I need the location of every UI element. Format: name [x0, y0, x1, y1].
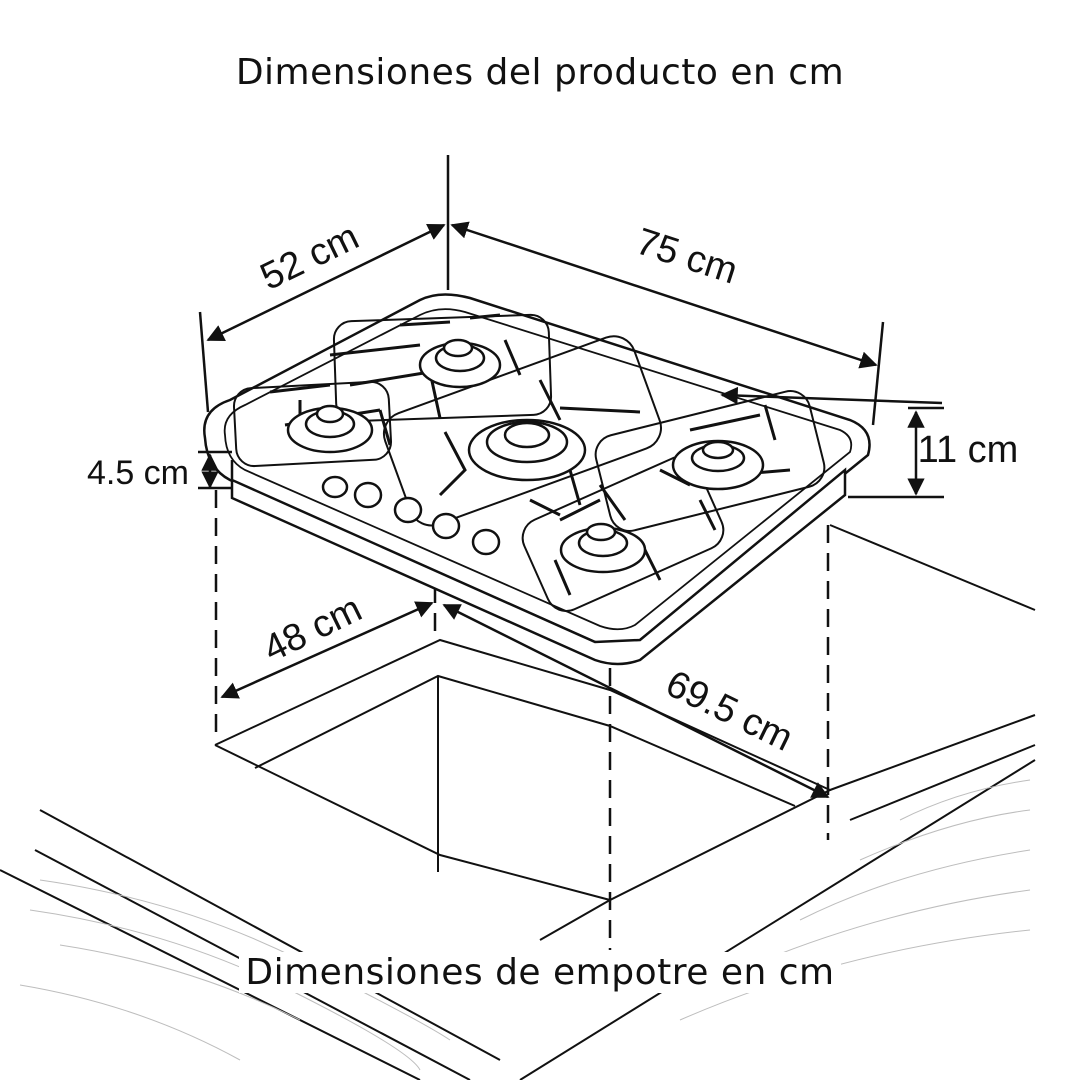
- knob-2: [353, 481, 383, 509]
- label-product-width: 75 cm: [631, 221, 742, 293]
- wood-grain-hatch: [19, 779, 1031, 1071]
- knob-3: [393, 496, 423, 524]
- knob-1: [321, 475, 349, 499]
- knob-5: [471, 528, 501, 556]
- label-top-thickness: 4.5 cm: [87, 454, 189, 492]
- burner-left: [286, 404, 374, 454]
- burner-front: [559, 522, 647, 574]
- cutout-title-text: Dimensiones de empotre en cm: [239, 952, 841, 993]
- dimension-lines: [198, 155, 944, 799]
- label-cutout-depth: 48 cm: [257, 588, 368, 671]
- label-product-height: 11 cm: [918, 429, 1019, 471]
- burner-center: [467, 418, 587, 482]
- product-dimensions-title: Dimensiones del producto en cm: [235, 52, 845, 93]
- control-knobs: [321, 475, 501, 556]
- knob-4: [431, 512, 461, 540]
- burner-right: [671, 439, 765, 491]
- cutout-dimensions-title: Dimensiones de empotre en cm: [0, 952, 1080, 993]
- label-product-depth: 52 cm: [254, 216, 365, 299]
